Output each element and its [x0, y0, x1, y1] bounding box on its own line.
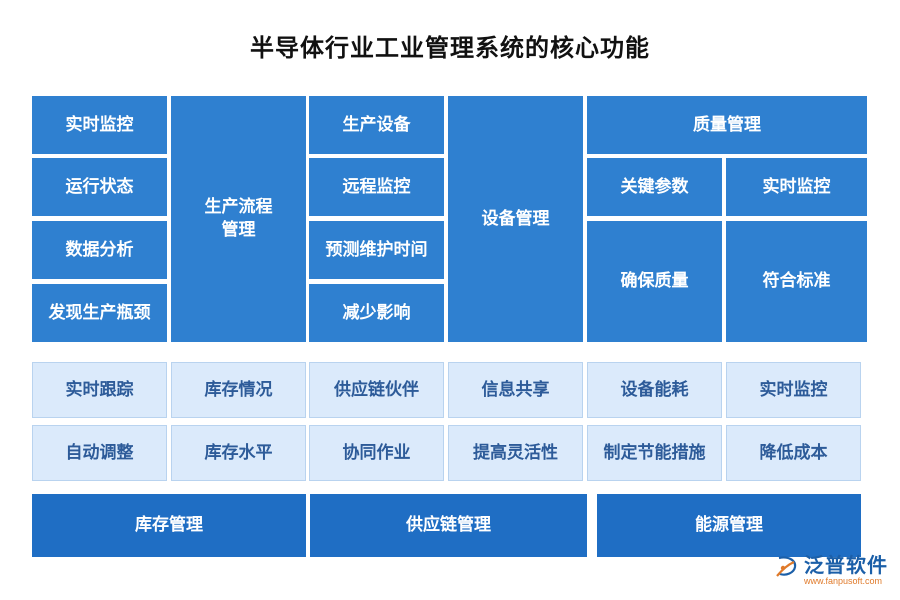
- production-item-running-status: 运行状态: [32, 158, 167, 216]
- watermark-url: www.fanpusoft.com: [804, 576, 883, 586]
- quality-management-header: 质量管理: [587, 96, 867, 154]
- module-supply-chain-management: 供应链管理: [310, 494, 587, 557]
- light-item-realtime-monitor: 实时监控: [726, 362, 861, 418]
- light-item-flexibility: 提高灵活性: [448, 425, 583, 481]
- quality-item-meet-standards: 符合标准: [726, 221, 867, 342]
- production-item-realtime-monitor: 实时监控: [32, 96, 167, 154]
- light-item-supply-partners: 供应链伙伴: [309, 362, 444, 418]
- page-title: 半导体行业工业管理系统的核心功能: [250, 34, 650, 62]
- watermark: 泛普软件 www.fanpusoft.com: [774, 554, 888, 586]
- production-process-label: 生产流程管理: [204, 197, 273, 240]
- module-energy-management: 能源管理: [597, 494, 861, 557]
- equipment-item-reduce-impact: 减少影响: [309, 284, 444, 342]
- equipment-management: 设备管理: [448, 96, 583, 342]
- fanpu-logo-icon: [776, 556, 797, 577]
- equipment-item-remote-monitor: 远程监控: [309, 158, 444, 216]
- quality-item-realtime-monitor: 实时监控: [726, 158, 867, 216]
- light-item-equipment-energy: 设备能耗: [587, 362, 722, 418]
- module-inventory-management: 库存管理: [32, 494, 306, 557]
- production-item-find-bottleneck: 发现生产瓶颈: [32, 284, 167, 342]
- light-item-collaboration: 协同作业: [309, 425, 444, 481]
- light-item-reduce-cost: 降低成本: [726, 425, 861, 481]
- quality-item-key-params: 关键参数: [587, 158, 722, 216]
- equipment-item-predict-maintenance: 预测维护时间: [309, 221, 444, 279]
- production-process-management: 生产流程管理: [171, 96, 306, 342]
- equipment-item-production-equipment: 生产设备: [309, 96, 444, 154]
- production-item-data-analysis: 数据分析: [32, 221, 167, 279]
- watermark-name: 泛普软件: [804, 553, 888, 577]
- quality-item-ensure-quality: 确保质量: [587, 221, 722, 342]
- light-item-inventory-level: 库存水平: [171, 425, 306, 481]
- light-item-auto-adjust: 自动调整: [32, 425, 167, 481]
- light-item-inventory-status: 库存情况: [171, 362, 306, 418]
- light-item-energy-measures: 制定节能措施: [587, 425, 722, 481]
- light-item-realtime-tracking: 实时跟踪: [32, 362, 167, 418]
- light-item-info-sharing: 信息共享: [448, 362, 583, 418]
